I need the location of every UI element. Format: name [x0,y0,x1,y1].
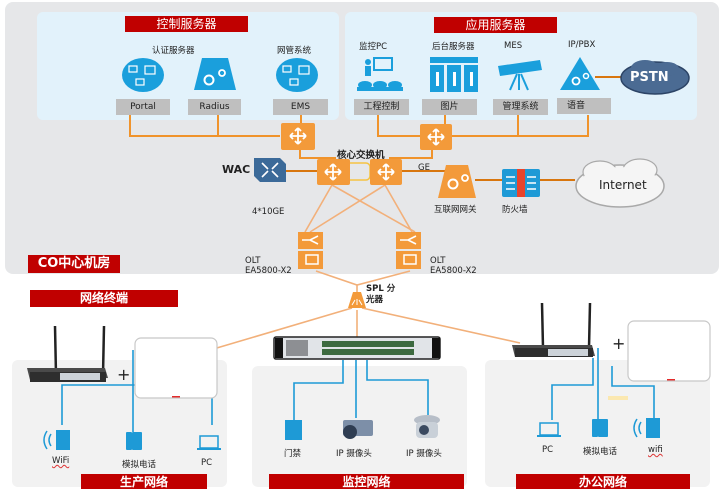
monitor-pc-icon [357,57,403,91]
auth-server-label: 认证服务器 [152,46,195,56]
app-servers-title: 应用服务器 [434,17,557,33]
image-box: 图片 [422,99,477,115]
olt-left-line1: OLT [245,256,261,266]
office-network-title: 办公网络 [516,474,690,489]
backend-server-label: 后台服务器 [432,42,475,52]
olt-right-line1: OLT [430,256,446,266]
core-switch-label: 核心交换机 [337,150,385,161]
access-control-label: 门禁 [284,449,302,459]
olt-right-line2: EA5800-X2 [430,266,477,276]
pstn-label: PSTN [630,70,669,85]
production-pc-icon [197,435,221,450]
splitter-line1: SPL 分 [366,284,396,294]
production-wifi-label: WiFi [52,456,70,466]
core-switch-right-icon [370,159,402,185]
internet-label: Internet [599,178,647,192]
office-phone-label: 模拟电话 [583,447,618,457]
ip-camera-1-icon [343,420,373,439]
ge-label: GE [418,163,430,173]
ip-camera-1-label: IP 摄像头 [336,449,372,459]
voice-box: 语音 [557,98,611,114]
mes-telescope-icon [498,60,542,91]
ip-camera-2-label: IP 摄像头 [406,449,442,459]
firewall-icon [502,169,540,197]
office-router-icon [512,302,595,357]
firewall-label: 防火墙 [502,205,528,215]
production-ont-icon [134,337,218,399]
office-highlight [608,396,628,400]
olt-left-line2: EA5800-X2 [245,266,292,276]
management-system-box: 管理系统 [493,99,548,115]
monitor-pc-label: 监控PC [359,42,388,52]
production-phone-icon [126,432,142,450]
production-router-icon [27,325,108,382]
nms-label: 网管系统 [277,46,312,56]
terminals-title: 网络终端 [30,290,178,307]
olt-left-icon [298,232,323,269]
portal-box: Portal [116,99,170,115]
office-wifi-label: wifi [648,445,663,455]
olt-left-model: OLT EA5800-X2 [245,256,292,276]
splitter-icon [348,292,366,308]
pstn-cloud-icon [620,60,690,95]
radius-box: Radius [188,99,241,115]
radius-server-icon [194,58,236,90]
control-servers-title: 控制服务器 [125,16,248,32]
monitoring-network-title: 监控网络 [269,474,464,489]
internet-cloud-icon [575,158,665,208]
monitoring-lines [293,360,429,420]
aggregation-switch-right-icon [420,124,452,150]
gateway-label: 互联网网关 [434,205,477,215]
link-speed-label: 4*10GE [252,207,285,217]
mes-label: MES [504,41,523,51]
ems-box: EMS [273,99,328,115]
wac-icon [254,158,286,182]
production-network-title: 生产网络 [81,474,207,489]
co-room-label: CO中心机房 [28,255,120,273]
office-lines [551,348,655,420]
portal-server-icon [122,58,164,92]
wac-label: WAC [222,163,251,176]
office-wifi-icon [633,418,660,438]
ippbx-label: IP/PBX [568,40,596,50]
splitter-line2: 光器 [366,295,384,305]
ippbx-icon [560,57,600,90]
production-wifi-icon [43,430,70,450]
monitoring-switch-icon [273,336,441,360]
core-olt-links [304,184,416,233]
olt-right-icon [396,232,421,269]
office-ont-icon [627,320,711,382]
access-control-icon [285,420,302,440]
production-plus-sign: + [117,365,130,384]
office-pc-label: PC [542,445,554,455]
core-switch-left-icon [317,159,350,185]
office-plus-sign: + [612,334,625,353]
office-pc-icon [537,422,561,437]
ip-camera-2-icon [414,415,440,438]
backend-server-icon [430,57,478,92]
internet-gateway-icon [438,165,476,198]
aggregation-switch-left-icon [281,123,315,150]
splitter-label: SPL 分 光器 [366,284,395,306]
production-pc-label: PC [201,458,213,468]
olt-splitter-links [209,270,521,351]
engineering-control-box: 工程控制 [354,99,409,115]
ems-server-icon [276,58,318,92]
production-phone-label: 模拟电话 [122,460,157,470]
olt-right-model: OLT EA5800-X2 [430,256,477,276]
office-phone-icon [592,419,608,437]
